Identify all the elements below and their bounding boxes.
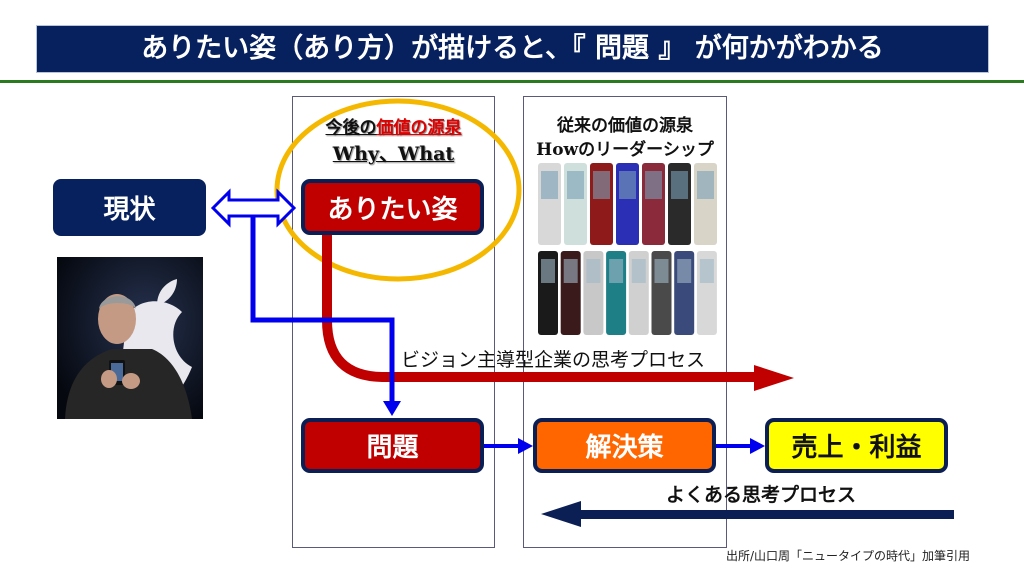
past-value-heading: 従来の価値の源泉 xyxy=(557,116,693,136)
source-citation: 出所/山口周「ニュータイプの時代」加筆引用 xyxy=(726,549,971,563)
feature-phones-image xyxy=(538,163,717,335)
past-value-panel xyxy=(523,96,727,548)
vision-arrowhead xyxy=(754,365,794,391)
problem-arrowhead xyxy=(383,401,401,416)
ideal-state-box: ありたい姿 xyxy=(301,179,484,235)
common-arrowhead xyxy=(541,501,581,527)
vision-process-label: ビジョン主導型企業の思考プロセス xyxy=(401,349,706,371)
problem-solution-arrowhead xyxy=(518,438,533,454)
slide-title: ありたい姿（あり方）が描けると、『 問題 』 が何かがわかる xyxy=(36,25,989,73)
current-state-box: 現状 xyxy=(53,179,206,236)
sales-profit-box: 売上・利益 xyxy=(765,418,948,473)
problem-box: 問題 xyxy=(301,418,484,473)
vision-process-arrow xyxy=(322,235,760,382)
solution-box: 解決策 xyxy=(533,418,716,473)
current-ideal-double-arrow xyxy=(210,188,297,228)
why-what-label: Why、What xyxy=(332,143,455,165)
current-to-problem-connector xyxy=(250,217,395,404)
common-process-label: よくある思考プロセス xyxy=(666,484,857,506)
title-divider xyxy=(0,80,1024,83)
common-process-arrow xyxy=(580,510,954,519)
solution-sales-arrowhead xyxy=(750,438,765,454)
future-heading-prefix: 今後の xyxy=(325,118,377,138)
how-leadership-label: Howのリーダーシップ xyxy=(536,140,714,160)
future-heading-highlight: 価値の源泉 xyxy=(376,118,462,138)
presenter-photo xyxy=(57,257,203,419)
future-value-heading: 今後の価値の源泉 xyxy=(296,116,491,140)
